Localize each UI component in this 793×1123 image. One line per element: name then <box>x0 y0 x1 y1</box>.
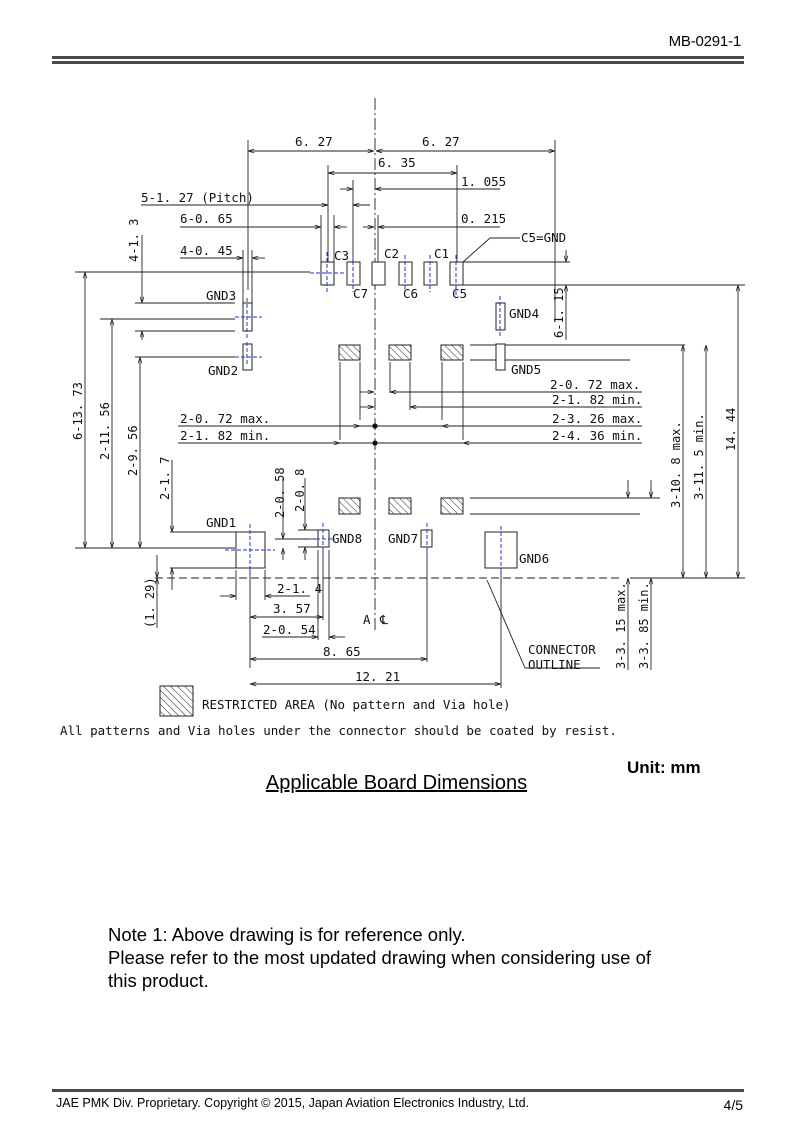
dim-overall-14-44: 14. 44 <box>724 408 738 451</box>
connector-outline-label-2: OUTLINE <box>528 657 581 672</box>
label-gnd2: GND2 <box>208 363 238 378</box>
dim-v-lower-max: 3-3. 15 max. <box>614 582 628 669</box>
label-c7: C7 <box>353 286 368 301</box>
dim-right-max-2: 2-3. 26 max. <box>552 411 642 426</box>
header-rule-bottom <box>52 61 744 64</box>
dim-gnd-pad-len: 4-1. 3 <box>127 219 141 262</box>
dim-gnd8-058: 2-0. 58 <box>273 467 287 518</box>
dim-right-max-1: 2-0. 72 max. <box>550 377 640 392</box>
page-title-text: Applicable Board Dimensions <box>265 772 528 794</box>
dim-contact-span: 6. 35 <box>378 155 416 170</box>
restricted-area <box>440 497 464 515</box>
dim-gnd1-height: 2-1. 7 <box>158 457 172 500</box>
note-line-2: Please refer to the most updated drawing… <box>108 947 651 968</box>
label-c5-gnd: C5=GND <box>521 230 566 245</box>
dim-total-11-56: 2-11. 56 <box>98 402 112 460</box>
dim-gnd6-offset: 12. 21 <box>355 669 400 684</box>
connector-outline-label-1: CONNECTOR <box>528 642 596 657</box>
dim-gnd8-08: 2-0. 8 <box>293 469 307 512</box>
dim-v-min-11-5: 3-11. 5 min. <box>692 413 706 500</box>
dim-right-min-2: 2-4. 36 min. <box>552 428 642 443</box>
dim-gnd7-offset: 8. 65 <box>323 644 361 659</box>
legend-restricted-swatch <box>159 685 194 717</box>
page-title: Applicable Board Dimensions <box>0 772 793 795</box>
dim-v-max-10-8: 3-10. 8 max. <box>669 421 683 508</box>
label-c2: C2 <box>384 246 399 261</box>
page-number: 4/5 <box>723 1097 743 1113</box>
dim-left-min: 2-1. 82 min. <box>180 428 270 443</box>
dim-total-9-56: 2-9. 56 <box>126 425 140 476</box>
dim-offset-1055: 1. 055 <box>461 174 506 189</box>
dim-gnd-pad-width: 4-0. 45 <box>180 243 233 258</box>
dim-pitch: 5-1. 27 (Pitch) <box>141 190 254 205</box>
reference-note: Note 1: Above drawing is for reference o… <box>108 923 728 992</box>
dim-left-max: 2-0. 72 max. <box>180 411 270 426</box>
label-gnd5: GND5 <box>511 362 541 377</box>
dim-contact-len: 6-1. 15 <box>552 287 566 338</box>
restricted-area <box>440 344 464 361</box>
document-number: MB-0291-1 <box>668 33 742 50</box>
note-line-3: this product. <box>108 970 209 991</box>
coating-note: All patterns and Via holes under the con… <box>60 723 617 738</box>
dim-contact-width: 6-0. 65 <box>180 211 233 226</box>
dim-offset-0215: 0. 215 <box>461 211 506 226</box>
label-c1: C1 <box>434 246 449 261</box>
label-gnd6: GND6 <box>519 551 549 566</box>
pad-gnd5 <box>495 343 506 371</box>
restricted-area <box>388 497 412 515</box>
dim-total-13-73: 6-13. 73 <box>71 382 85 440</box>
label-c5: C5 <box>452 286 467 301</box>
board-dimensions-drawing: 6. 27 6. 27 6. 35 1. 055 5-1. 27 (Pitch)… <box>60 98 745 738</box>
restricted-area <box>338 497 361 515</box>
footer-rule <box>52 1089 744 1092</box>
unit-label: Unit: mm <box>627 758 701 777</box>
header-rule-top <box>52 56 744 59</box>
dim-left-half-width: 6. 27 <box>295 134 333 149</box>
label-c3: C3 <box>334 248 349 263</box>
centerline-symbol: ℄ <box>379 612 389 627</box>
label-gnd4: GND4 <box>509 306 539 321</box>
restricted-area <box>388 344 412 361</box>
pad-c2 <box>371 261 386 286</box>
label-gnd7: GND7 <box>388 531 418 546</box>
dim-v-lower-min: 3-3. 85 min. <box>637 582 651 669</box>
label-gnd3: GND3 <box>206 288 236 303</box>
legend-restricted-text: RESTRICTED AREA (No pattern and Via hole… <box>202 697 511 712</box>
note-line-1: Note 1: Above drawing is for reference o… <box>108 924 466 945</box>
restricted-area <box>338 344 361 361</box>
centerline-label-a: A <box>363 612 371 627</box>
dim-ref-129: (1. 29) <box>143 577 157 628</box>
label-gnd8: GND8 <box>332 531 362 546</box>
dim-gnd8-width: 2-0. 54 <box>263 622 316 637</box>
label-c6: C6 <box>403 286 418 301</box>
dim-right-min-1: 2-1. 82 min. <box>552 392 642 407</box>
label-gnd1: GND1 <box>206 515 236 530</box>
dim-gnd8-offset: 3. 57 <box>273 601 311 616</box>
dim-gnd1-width: 2-1. 4 <box>277 581 322 596</box>
dim-right-half-width: 6. 27 <box>422 134 460 149</box>
footer-copyright: JAE PMK Div. Proprietary. Copyright © 20… <box>56 1096 530 1110</box>
